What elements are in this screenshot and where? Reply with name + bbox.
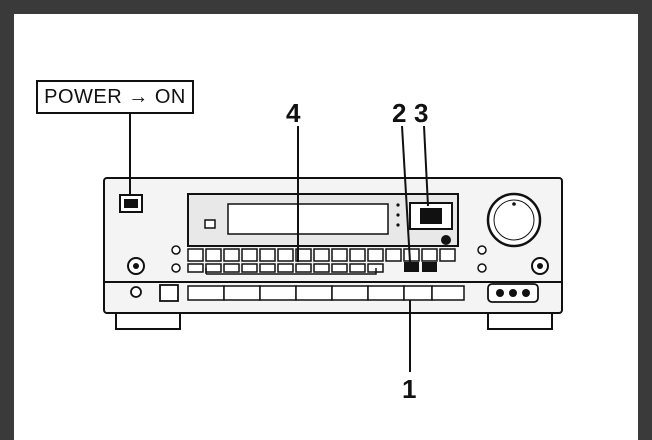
right-knob-center xyxy=(537,263,543,269)
display-screen xyxy=(227,203,389,235)
callout-4: 4 xyxy=(286,98,301,128)
volume-knob xyxy=(486,192,542,248)
jack-2 xyxy=(509,289,517,297)
left-led-1 xyxy=(171,245,181,255)
foot-left xyxy=(115,312,181,330)
callout-2: 2 xyxy=(392,98,407,128)
jack-1 xyxy=(496,289,504,297)
lower-small-button xyxy=(159,284,179,302)
power-on-label: POWER → ON xyxy=(36,80,194,114)
foot-right xyxy=(487,312,553,330)
volume-knob-inner xyxy=(493,199,535,241)
left-led-2 xyxy=(171,263,181,273)
leader-2 xyxy=(401,125,411,263)
headphone-jack xyxy=(130,286,142,298)
display-dot-3 xyxy=(396,223,400,227)
right-led-2 xyxy=(477,263,487,273)
button-2 xyxy=(404,262,419,272)
small-knob xyxy=(441,235,451,245)
selector-knob xyxy=(420,208,442,224)
leader-3 xyxy=(423,125,429,207)
display-indicator xyxy=(204,219,216,229)
volume-knob-mark xyxy=(512,202,516,206)
left-knob-center xyxy=(133,263,139,269)
callout-3: 3 xyxy=(414,98,429,128)
jack-3 xyxy=(522,289,530,297)
power-button-inner xyxy=(124,199,138,208)
input-selector-buttons xyxy=(187,285,465,301)
callout-4-bracket xyxy=(205,268,377,275)
callout-1: 1 xyxy=(402,374,417,404)
right-led-1 xyxy=(477,245,487,255)
display-dot-1 xyxy=(396,203,400,207)
button-3 xyxy=(422,262,437,272)
preset-buttons xyxy=(187,248,456,273)
display-dot-2 xyxy=(396,213,400,217)
